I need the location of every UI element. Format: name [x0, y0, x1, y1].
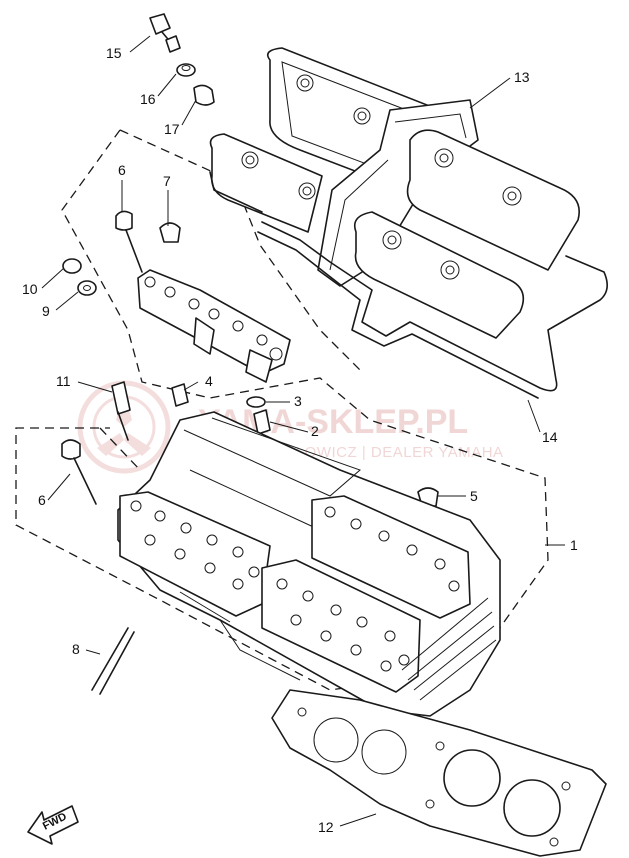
callout-6-lower: 6 [38, 492, 46, 508]
assembly-boundary [15, 129, 549, 691]
callout-2: 2 [311, 423, 319, 439]
callout-15: 15 [106, 45, 122, 61]
bolt-6-lower [61, 439, 97, 505]
cylinder-head-1 [117, 411, 501, 717]
fwd-arrow-icon: FWD [27, 805, 79, 845]
callout-4: 4 [205, 373, 213, 389]
head-cover-gasket-14 [209, 171, 608, 399]
callout-1: 1 [570, 537, 578, 553]
callout-11: 11 [56, 373, 71, 389]
stud-bolt-8 [91, 627, 135, 695]
leader-lines [41, 35, 565, 827]
grommet-17 [193, 84, 215, 106]
dowel-pin-2 [253, 409, 271, 435]
washer-9 [77, 280, 97, 296]
callout-3: 3 [294, 393, 302, 409]
bolt-15 [149, 13, 181, 53]
callout-8: 8 [72, 641, 80, 657]
callout-5: 5 [470, 488, 478, 504]
callout-13: 13 [514, 69, 530, 85]
cap-7 [159, 222, 181, 243]
damper-16 [176, 63, 196, 77]
o-ring-3 [246, 396, 266, 408]
dowel-4 [171, 383, 189, 407]
camshaft-cap-assembly [137, 269, 291, 383]
callout-16: 16 [140, 91, 156, 107]
callout-6-upper: 6 [118, 162, 126, 178]
callout-14: 14 [542, 429, 558, 445]
head-cover-13 [209, 47, 580, 339]
callout-7: 7 [163, 173, 171, 189]
bolt-6-upper [115, 210, 143, 273]
spark-plug-11 [111, 381, 131, 441]
callout-10: 10 [22, 281, 38, 297]
callout-9: 9 [42, 303, 50, 319]
callout-12: 12 [318, 819, 334, 835]
seal-10 [62, 258, 82, 274]
callout-17: 17 [164, 121, 180, 137]
head-gasket-12 [271, 689, 607, 857]
callouts: 15 16 17 6 7 10 9 11 6 8 4 3 2 5 1 13 14… [22, 45, 578, 835]
